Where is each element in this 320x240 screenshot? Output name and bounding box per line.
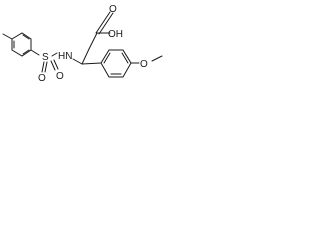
ether-oxygen-label: O [140,59,148,70]
aryl-sulfur-bond [30,49,40,56]
sulfonyl-oxygen-left-label: O [38,73,46,84]
so-double-left-b [44,61,48,73]
methoxyphenyl-double-bond-1 [103,52,111,64]
ch-ch2-bond [81,48,90,65]
carbonyl-double-a [95,11,111,34]
sulfur-label: S [42,52,49,63]
ch2-carboxyl-bond [88,32,98,50]
methoxyphenyl-ring-outline [100,49,132,78]
sulfur-nitrogen-bond [51,52,58,57]
sulfonyl-group [41,52,59,73]
tolyl-double-bond-3 [22,34,30,40]
so-double-right-a [50,60,56,71]
methyl-bond [2,33,13,40]
carbonyl-double-b [98,12,114,35]
propanoic-chain [72,11,114,65]
amine-label: HN [58,51,72,62]
sulfonyl-oxygen-right-label: O [56,71,64,82]
so-double-left-a [41,61,45,73]
tolyl-double-bond-2 [22,49,30,55]
tolyl-ring [2,32,32,57]
carboxylic-acid-label: OH [108,29,123,40]
ch-aryl-bond [81,62,102,65]
methoxyphenyl-double-bond-2 [121,52,129,64]
nitrogen-carbon-bond [72,58,83,65]
methoxyphenyl-ring [100,49,132,78]
chemical-structure-diagram: S O O HN OH O O [2,4,163,84]
tolyl-ring-outline [11,32,32,57]
so-double-right-b [53,59,59,70]
ether-methyl-bond [151,55,163,62]
carbonyl-oxygen-label: O [109,4,117,15]
